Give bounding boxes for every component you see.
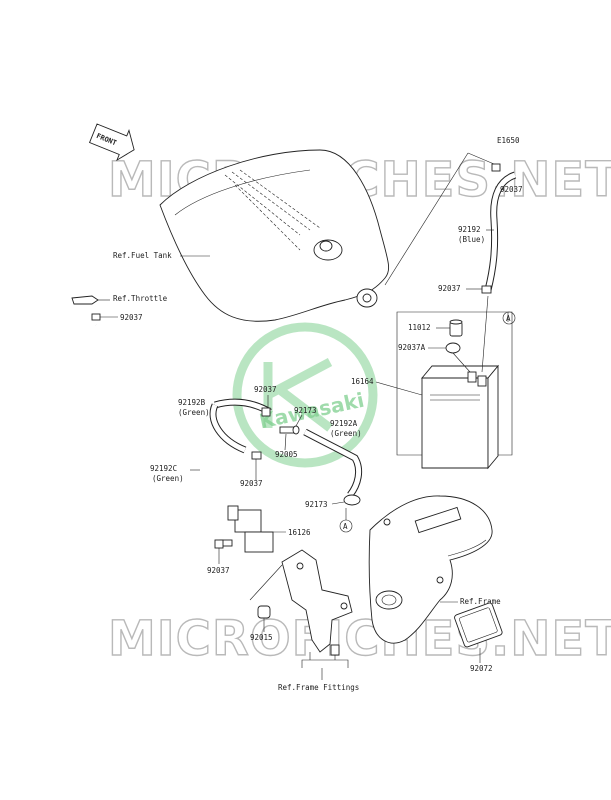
part-92005: 92005 [275, 450, 298, 459]
watermark-bottom: MICROFICHES.NET [108, 611, 611, 667]
part-92037a: 92037A [398, 343, 426, 352]
part-92192c: 92192C [150, 464, 177, 473]
clip-icon [251, 451, 262, 460]
part-92037-a: 92037 [120, 313, 143, 322]
part-92192a-color: (Green) [330, 429, 362, 438]
clip-icon [491, 163, 501, 172]
kawasaki-logo: Kawasaki [232, 322, 378, 468]
part-92037-c: 92037 [438, 284, 461, 293]
part-92173-a: 92173 [294, 406, 317, 415]
bolt-icon [330, 644, 340, 656]
ref-frame-fittings-label: Ref.Frame Fittings [278, 683, 359, 692]
part-11012: 11012 [408, 323, 431, 332]
part-92192b-color: (Green) [178, 408, 210, 417]
part-92192-color: (Blue) [458, 235, 485, 244]
throttle-fitting [71, 295, 110, 305]
part-92072: 92072 [470, 664, 493, 673]
fitting-92005 [279, 425, 300, 435]
clip-icon [445, 342, 461, 354]
part-92173-b: 92173 [305, 500, 328, 509]
part-92037-d: 92037 [254, 385, 277, 394]
grommet-92015 [257, 605, 271, 619]
clip-icon [91, 313, 101, 321]
part-92192a: 92192A [330, 419, 358, 428]
frame [368, 495, 493, 644]
solenoid-valve [219, 505, 274, 553]
pad-92072 [454, 602, 503, 648]
cap-11012 [449, 319, 463, 337]
clip-icon [214, 539, 224, 549]
part-92037-e: 92037 [240, 479, 263, 488]
callout-a-bottom: A [343, 522, 348, 531]
fuel-tank [159, 149, 390, 322]
clip-icon [261, 407, 271, 417]
part-92037-f: 92037 [207, 566, 230, 575]
diagram-code: E1650 [497, 136, 520, 145]
clip-icon [481, 285, 492, 294]
clamp-92173 [343, 494, 361, 506]
part-92015: 92015 [250, 633, 273, 642]
callout-a-top: A [506, 314, 511, 323]
ref-frame-label: Ref.Frame [460, 597, 501, 606]
ref-fuel-tank-label: Ref.Fuel Tank [113, 251, 172, 260]
charcoal-canister [421, 364, 499, 470]
mounting-bracket [281, 549, 353, 653]
part-92037-b: 92037 [500, 185, 523, 194]
part-92192c-color: (Green) [152, 474, 184, 483]
part-16126: 16126 [288, 528, 311, 537]
ref-throttle-label: Ref.Throttle [113, 294, 168, 303]
part-16164: 16164 [351, 377, 374, 386]
front-arrow-icon: FRONT [88, 123, 135, 162]
part-92192: 92192 [458, 225, 481, 234]
part-92192b: 92192B [178, 398, 206, 407]
